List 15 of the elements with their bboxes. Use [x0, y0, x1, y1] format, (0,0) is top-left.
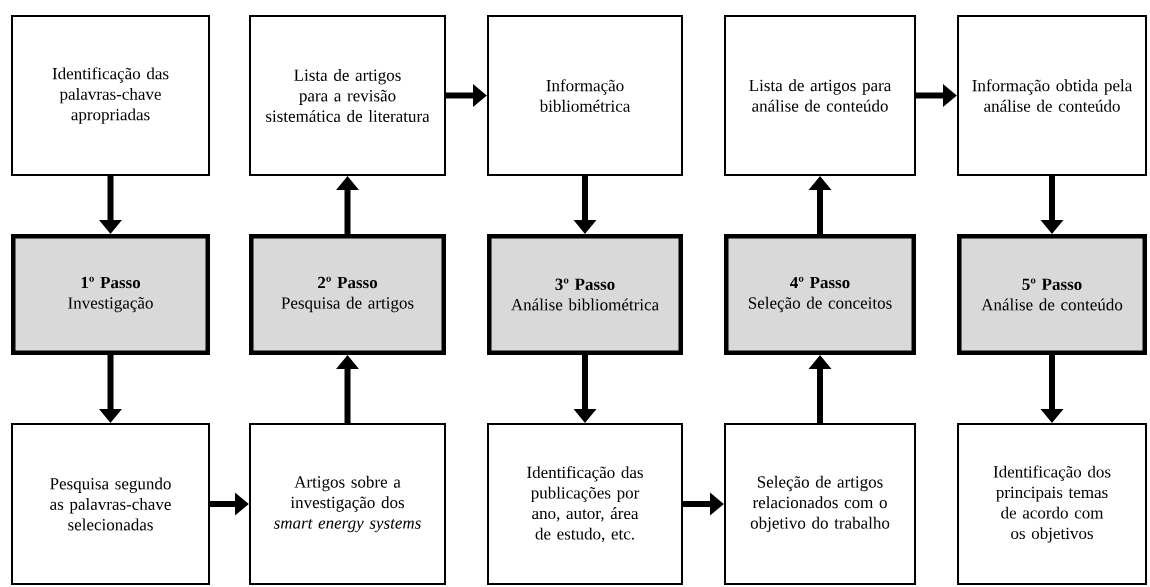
info-box: Identificação das palavras-chave apropriadas — [11, 15, 210, 176]
info-box: Lista de artigos para análise de conteúdo — [724, 15, 916, 176]
step-box: 1º Passo Investigação — [11, 234, 210, 355]
info-box: Informação obtida pela análise de conteúdo — [957, 15, 1147, 176]
info-box: Informação bibliométrica — [487, 15, 683, 176]
step-box: 2º Passo Pesquisa de artigos — [249, 234, 446, 355]
info-box: Lista de artigos para a revisão sistemática de literatura — [249, 15, 446, 176]
info-box: Pesquisa segundo as palavras-chave selecionadas — [11, 423, 210, 585]
step-box: 5º Passo Análise de conteúdo — [957, 234, 1147, 355]
step-box: 3º Passo Análise bibliométrica — [487, 234, 683, 355]
info-box: Artigos sobre a investigação dos smart energy systems — [249, 423, 446, 585]
info-box: Identificação dos principais temas de acordo com os objetivos — [957, 423, 1147, 585]
info-box: Identificação das publicações por ano, autor, área de estudo, etc. — [487, 423, 683, 585]
info-box: Seleção de artigos relacionados com o objetivo do trabalho — [724, 423, 916, 585]
step-box: 4º Passo Seleção de conceitos — [724, 234, 916, 355]
